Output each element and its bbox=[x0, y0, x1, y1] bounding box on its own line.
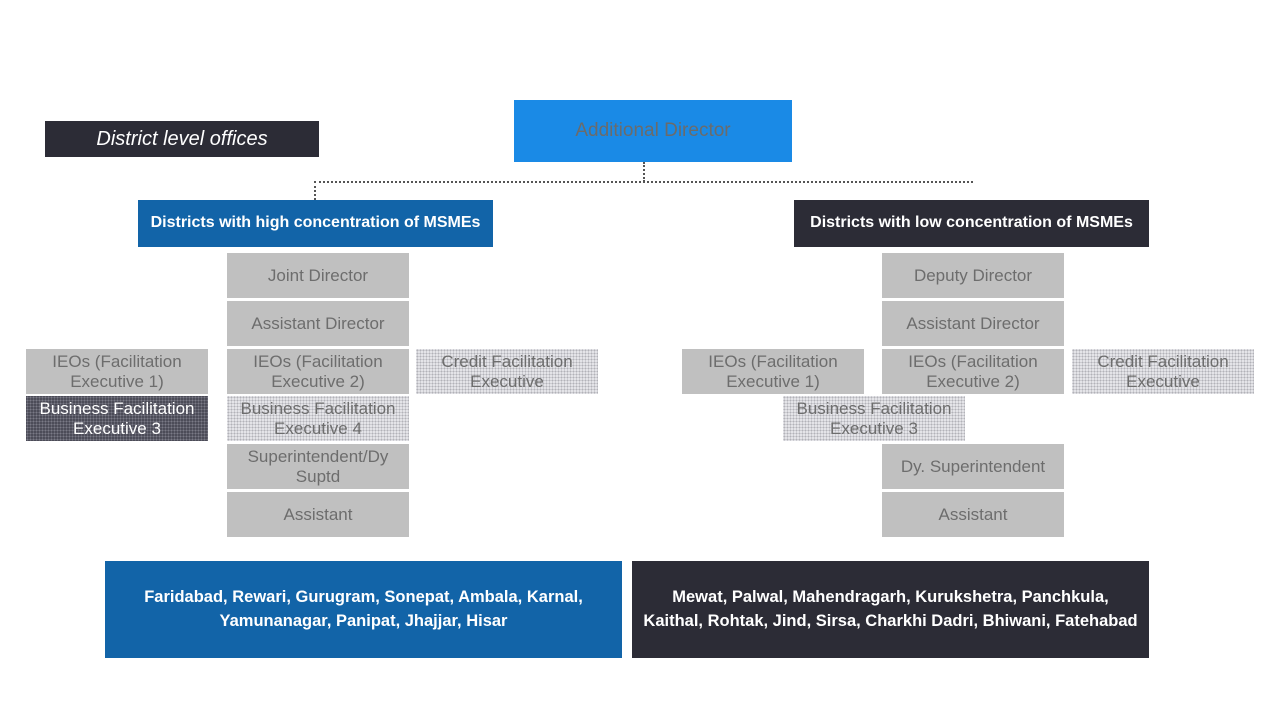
connector-vertical bbox=[643, 162, 645, 182]
high-district-list-text: Faridabad, Rewari, Gurugram, Sonepat, Am… bbox=[144, 588, 583, 630]
low-assistant-director-label: Assistant Director bbox=[906, 313, 1040, 333]
high-joint-director: Joint Director bbox=[227, 253, 409, 298]
high-assistant-label: Assistant bbox=[283, 504, 353, 524]
low-ieo2: IEOs (Facilitation Executive 2) bbox=[882, 349, 1064, 394]
low-bfe3: Business Facilitation Executive 3 bbox=[783, 396, 965, 441]
low-deputy-director-label: Deputy Director bbox=[913, 265, 1033, 285]
high-concentration-header: Districts with high concentration of MSM… bbox=[138, 200, 493, 247]
high-joint-director-label: Joint Director bbox=[267, 265, 369, 285]
high-assistant-director-label: Assistant Director bbox=[251, 313, 385, 333]
low-superintendent: Dy. Superintendent bbox=[882, 444, 1064, 489]
low-ieo2-label: IEOs (Facilitation Executive 2) bbox=[908, 351, 1038, 391]
high-ieo2: IEOs (Facilitation Executive 2) bbox=[227, 349, 409, 394]
low-deputy-director: Deputy Director bbox=[882, 253, 1064, 298]
high-assistant-director: Assistant Director bbox=[227, 301, 409, 346]
section-title-banner: District level offices bbox=[45, 121, 319, 157]
low-ieo1-label: IEOs (Facilitation Executive 1) bbox=[708, 351, 838, 391]
high-superintendent-label: Superintendent/Dy Suptd bbox=[247, 446, 389, 486]
low-credit-facilitation: Credit Facilitation Executive bbox=[1072, 349, 1254, 394]
additional-director-node: Additional Director bbox=[514, 100, 792, 162]
high-bfe3-label: Business Facilitation Executive 3 bbox=[39, 398, 195, 438]
connector-left-drop bbox=[314, 181, 316, 200]
high-header-label: Districts with high concentration of MSM… bbox=[150, 214, 481, 232]
low-credit-label: Credit Facilitation Executive bbox=[1097, 351, 1229, 391]
low-assistant-director: Assistant Director bbox=[882, 301, 1064, 346]
high-ieo2-label: IEOs (Facilitation Executive 2) bbox=[253, 351, 383, 391]
high-credit-label: Credit Facilitation Executive bbox=[441, 351, 573, 391]
connector-horizontal bbox=[314, 181, 973, 183]
low-superintendent-label: Dy. Superintendent bbox=[900, 456, 1046, 476]
high-ieo1: IEOs (Facilitation Executive 1) bbox=[26, 349, 208, 394]
low-assistant-label: Assistant bbox=[938, 504, 1008, 524]
additional-director-label: Additional Director bbox=[575, 120, 731, 142]
high-assistant: Assistant bbox=[227, 492, 409, 537]
high-district-list: Faridabad, Rewari, Gurugram, Sonepat, Am… bbox=[105, 561, 622, 658]
low-assistant: Assistant bbox=[882, 492, 1064, 537]
high-bfe4-label: Business Facilitation Executive 4 bbox=[240, 398, 396, 438]
high-credit-facilitation: Credit Facilitation Executive bbox=[416, 349, 598, 394]
high-bfe4: Business Facilitation Executive 4 bbox=[227, 396, 409, 441]
low-bfe3-label: Business Facilitation Executive 3 bbox=[796, 398, 952, 438]
high-superintendent: Superintendent/Dy Suptd bbox=[227, 444, 409, 489]
low-district-list-text: Mewat, Palwal, Mahendragarh, Kurukshetra… bbox=[643, 588, 1138, 630]
low-header-label: Districts with low concentration of MSME… bbox=[810, 214, 1133, 232]
low-ieo1: IEOs (Facilitation Executive 1) bbox=[682, 349, 864, 394]
low-district-list: Mewat, Palwal, Mahendragarh, Kurukshetra… bbox=[632, 561, 1149, 658]
high-ieo1-label: IEOs (Facilitation Executive 1) bbox=[52, 351, 182, 391]
high-bfe3: Business Facilitation Executive 3 bbox=[26, 396, 208, 441]
section-title: District level offices bbox=[96, 127, 268, 150]
low-concentration-header: Districts with low concentration of MSME… bbox=[794, 200, 1149, 247]
